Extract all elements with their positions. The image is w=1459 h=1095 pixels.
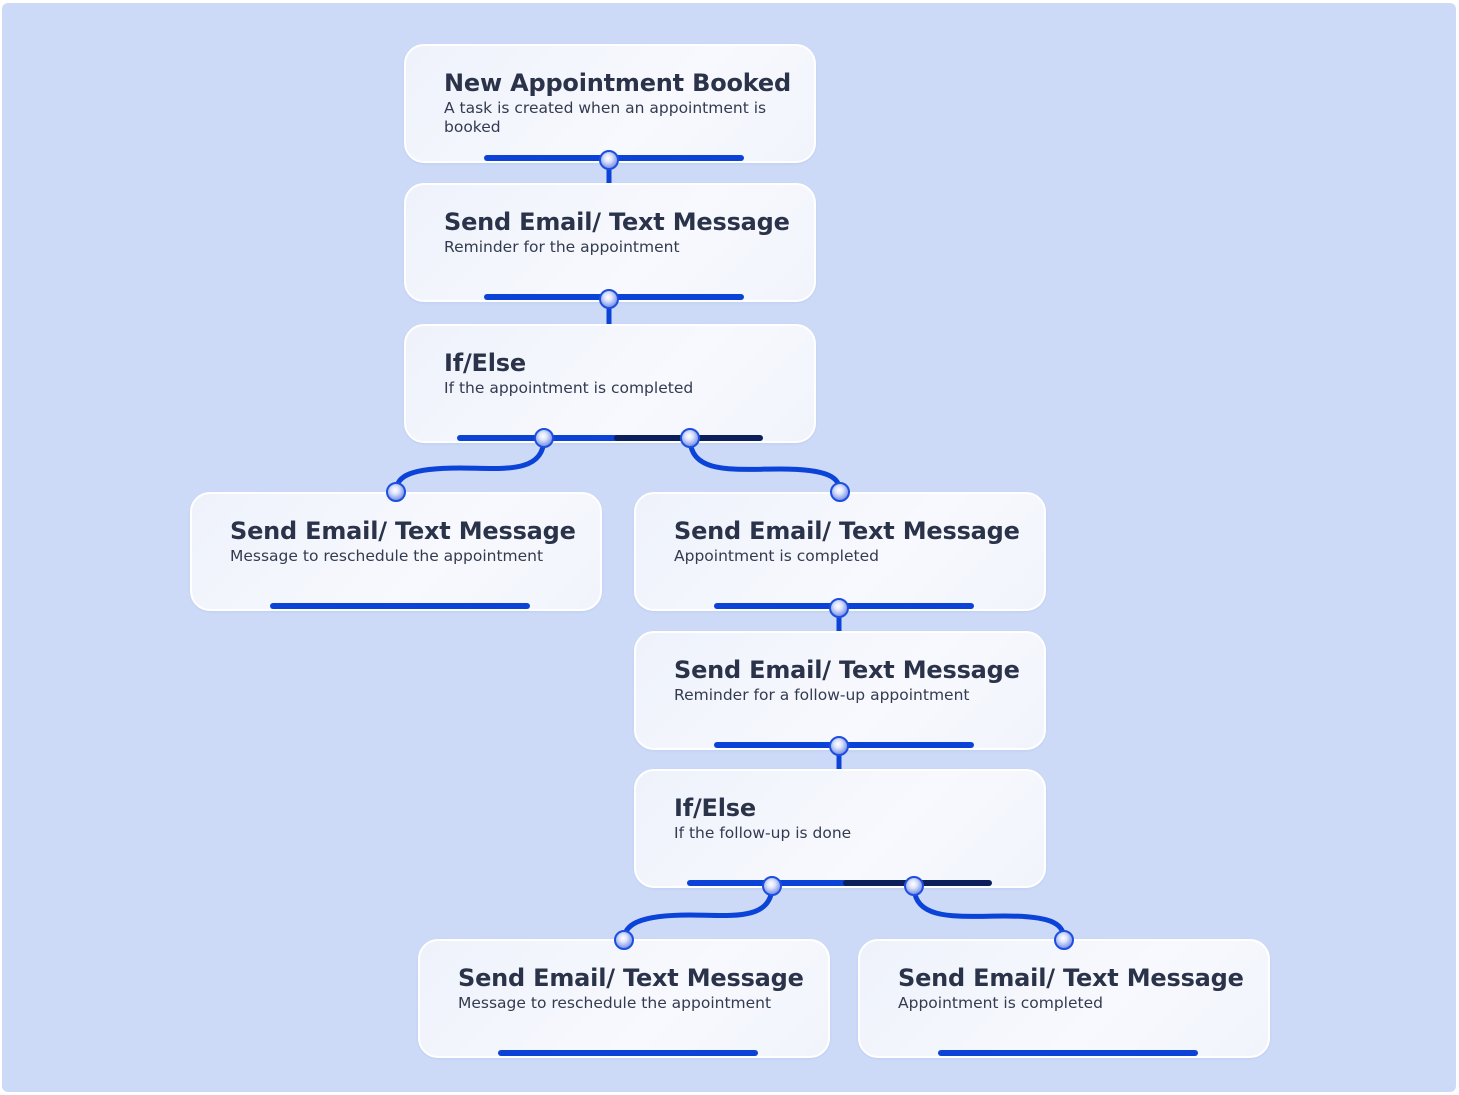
node-description: Message to reschedule the appointment (230, 547, 544, 565)
node-description: A task is created when an appointment is… (444, 99, 767, 136)
node-title: Send Email/ Text Message (898, 964, 1244, 992)
node-description: If the appointment is completed (444, 379, 694, 397)
node-description: Appointment is completed (898, 994, 1103, 1012)
node-send-follow-up-completed[interactable]: Send Email/ Text Message Appointment is … (858, 939, 1270, 1058)
node-new-appointment-booked[interactable]: New Appointment Booked A task is created… (404, 44, 816, 163)
node-title: Send Email/ Text Message (674, 656, 1020, 684)
node-send-reminder[interactable]: Send Email/ Text Message Reminder for th… (404, 183, 816, 302)
node-send-reschedule-message[interactable]: Send Email/ Text Message Message to resc… (190, 492, 602, 611)
node-title: Send Email/ Text Message (444, 208, 790, 236)
node-if-else-follow-up[interactable]: If/Else If the follow-up is done (634, 769, 1046, 888)
node-title: If/Else (444, 349, 526, 377)
node-description: Appointment is completed (674, 547, 879, 565)
node-description: If the follow-up is done (674, 824, 852, 842)
node-send-completed-message[interactable]: Send Email/ Text Message Appointment is … (634, 492, 1046, 611)
node-title: Send Email/ Text Message (230, 517, 576, 545)
node-description: Reminder for the appointment (444, 238, 680, 256)
node-send-follow-up-reschedule[interactable]: Send Email/ Text Message Message to resc… (418, 939, 830, 1058)
node-if-else-appointment[interactable]: If/Else If the appointment is completed (404, 324, 816, 443)
node-title: New Appointment Booked (444, 69, 791, 97)
node-title: Send Email/ Text Message (674, 517, 1020, 545)
node-description: Reminder for a follow-up appointment (674, 686, 970, 704)
node-send-follow-up-reminder[interactable]: Send Email/ Text Message Reminder for a … (634, 631, 1046, 750)
node-title: Send Email/ Text Message (458, 964, 804, 992)
node-description: Message to reschedule the appointment (458, 994, 772, 1012)
node-title: If/Else (674, 794, 756, 822)
